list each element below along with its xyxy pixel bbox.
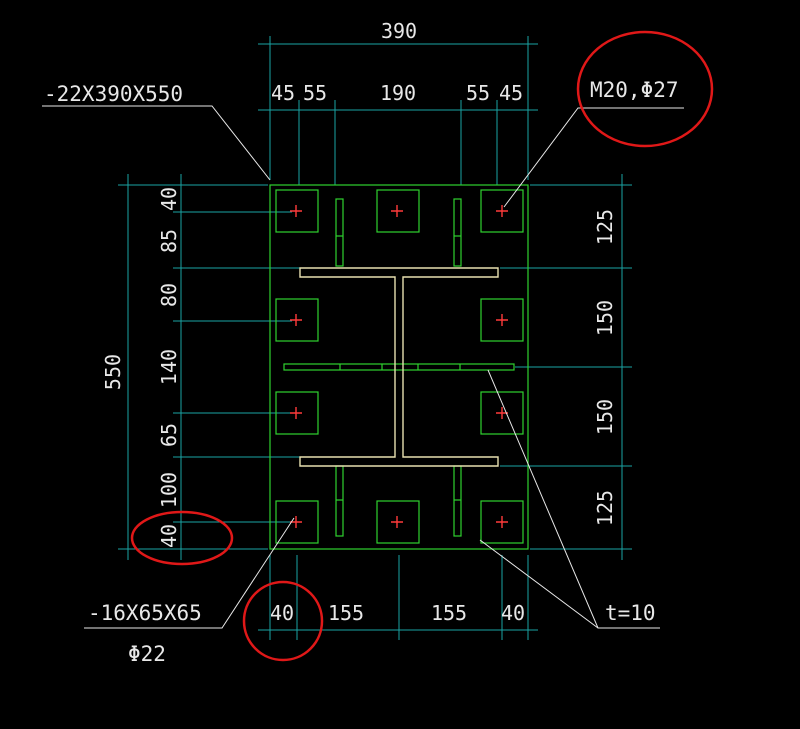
callout-labels: -22X390X550 M20,Φ27 -16X65X65 Φ22 t=10 [44, 78, 679, 666]
label-stiffener-thickness: t=10 [605, 601, 656, 625]
highlight-circles [130, 30, 714, 662]
dim-bottom-0: 40 [270, 601, 294, 625]
dim-top-0: 45 [271, 81, 295, 105]
dim-right-3: 125 [593, 490, 617, 526]
highlight-bottom-40 [242, 580, 324, 662]
label-base-plate: -22X390X550 [44, 82, 183, 106]
label-anchor-bolt: M20,Φ27 [590, 78, 679, 102]
highlight-anchor-bolt [576, 30, 714, 148]
dim-top-3: 55 [466, 81, 490, 105]
dim-right-1: 150 [593, 300, 617, 336]
dim-top-4: 45 [499, 81, 523, 105]
dim-top-2: 190 [380, 81, 416, 105]
label-washer-hole: Φ22 [128, 642, 166, 666]
dim-left-2: 80 [157, 283, 181, 307]
dim-bottom-1: 155 [328, 601, 364, 625]
dim-top-1: 55 [303, 81, 327, 105]
dim-left-5: 100 [157, 472, 181, 508]
dim-right-0: 125 [593, 209, 617, 245]
dimension-lines [118, 36, 632, 640]
washer-plates [275, 189, 524, 544]
highlight-left-40 [130, 510, 234, 566]
dim-right-2: 150 [593, 399, 617, 435]
dim-overall-width: 390 [381, 19, 417, 43]
dim-left-6: 40 [157, 524, 181, 548]
dim-left-0: 40 [157, 187, 181, 211]
base-plate-outline [269, 184, 529, 550]
dim-bottom-3: 40 [501, 601, 525, 625]
dim-left-3: 140 [157, 349, 181, 385]
dim-left-1: 85 [157, 229, 181, 253]
dimension-texts: 390 45 55 190 55 45 40 155 155 40 550 40… [101, 19, 617, 625]
leader-lines [42, 105, 684, 629]
h-steel-section [299, 267, 499, 467]
bolt-centers [290, 205, 508, 528]
dim-left-4: 65 [157, 423, 181, 447]
dim-overall-height: 550 [101, 354, 125, 390]
dim-bottom-2: 155 [431, 601, 467, 625]
stiffener-plates [283, 198, 515, 537]
label-washer-plate: -16X65X65 [88, 601, 202, 625]
